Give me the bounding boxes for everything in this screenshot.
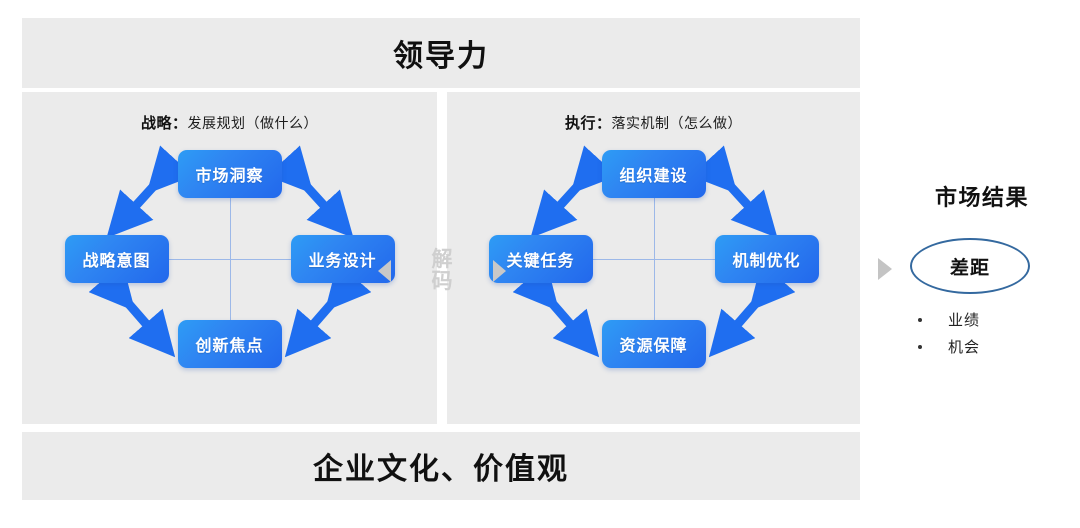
arrow-top-right [690,145,778,238]
decode-label: 解码 [431,247,453,293]
gap-badge-label: 差距 [949,257,990,279]
triangle-right-icon [878,258,892,280]
arrow-bottom-right [284,262,371,358]
triangle-right-icon [493,260,506,282]
list-item-label: 机会 [948,339,981,356]
arrow-bottom-left [88,262,175,358]
execution-heading-rest: 落实机制（怎么做） [611,115,742,131]
strategy-diamond: 市场洞察 业务设计 创新焦点 战略意图 [64,145,395,400]
execution-node-org-building[interactable]: 组织建设 [601,150,706,198]
strategy-arrows [88,145,371,358]
execution-arrows [512,145,795,358]
execution-node-mechanism-optimize[interactable]: 机制优化 [714,235,819,283]
market-results-title: 市场结果 [934,185,1029,210]
arrow-bottom-left [512,262,599,358]
diamond-horizontal-connector [166,259,293,260]
culture-banner-title: 企业文化、价值观 [313,453,569,486]
strategy-heading-lead: 战略： [140,115,188,132]
arrow-top-left [105,145,193,238]
execution-panel: 执行：落实机制（怎么做） 组织建设 机制优化 资源保障 关键任务 [447,92,860,424]
strategy-panel: 战略：发展规划（做什么） 市场洞察 业务设计 创新焦点 战略意图 [22,92,437,424]
arrow-bottom-right [708,262,795,358]
execution-heading-lead: 执行： [564,115,612,132]
list-item: 业绩 [918,306,980,333]
execution-node-resource-support[interactable]: 资源保障 [601,320,706,368]
arrow-top-right [266,145,354,238]
bullet-icon [918,344,922,349]
strategy-node-strategic-intent[interactable]: 战略意图 [64,235,169,283]
triangle-left-icon [378,260,391,282]
bullet-icon [918,317,922,322]
decode-divider: 解码 [378,240,506,302]
leadership-banner: 领导力 [22,18,860,88]
market-results-list: 业绩 机会 [918,306,980,360]
culture-banner: 企业文化、价值观 [22,432,860,500]
strategy-panel-heading: 战略：发展规划（做什么） [22,112,437,133]
list-item-label: 业绩 [948,312,981,329]
arrow-top-left [529,145,617,238]
strategy-heading-rest: 发展规划（做什么） [187,115,318,131]
diamond-horizontal-connector [590,259,717,260]
strategy-node-market-insight[interactable]: 市场洞察 [177,150,282,198]
execution-diamond: 组织建设 机制优化 资源保障 关键任务 [488,145,819,400]
list-item: 机会 [918,333,980,360]
gap-badge: 差距 [910,238,1030,294]
execution-panel-heading: 执行：落实机制（怎么做） [447,112,860,133]
leadership-banner-title: 领导力 [393,40,489,73]
strategy-node-innovation-focus[interactable]: 创新焦点 [177,320,282,368]
